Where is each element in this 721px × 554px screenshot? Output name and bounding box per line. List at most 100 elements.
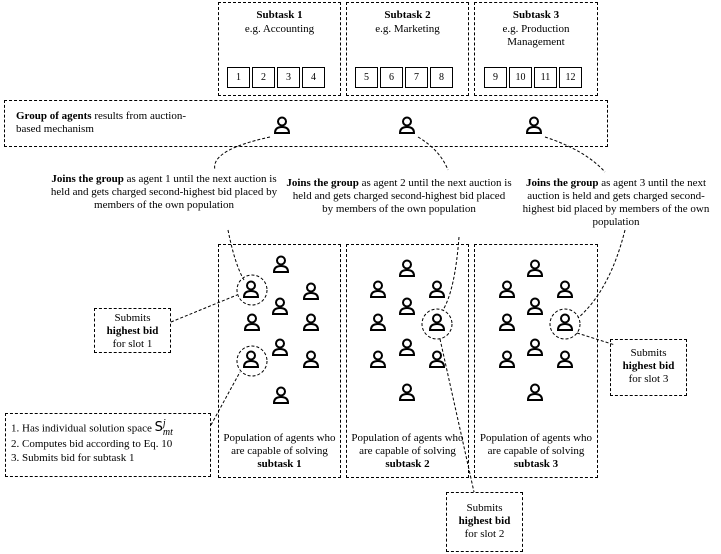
group-agent-3-icon [525, 116, 543, 134]
population-3-box [474, 244, 598, 478]
population-3-agent-icon [556, 280, 574, 298]
submits-1-pre: Submits [114, 312, 151, 324]
population-1-agent-icon [242, 350, 260, 368]
slot-6: 6 [380, 67, 403, 88]
step-3: 3. Submits bid for subtask 1 [11, 452, 135, 464]
population-1-agent-icon [242, 280, 260, 298]
submits-2-post: for slot 2 [464, 528, 505, 540]
population-2-text: Population of agents who are capable of … [351, 432, 464, 457]
population-3-agent-icon [498, 313, 516, 331]
population-1-agent-icon [243, 313, 261, 331]
submits-1-bold: highest bid [106, 325, 159, 337]
population-2-box [346, 244, 469, 478]
submits-3-bold: highest bid [622, 360, 675, 372]
population-2-agent-icon [398, 383, 416, 401]
population-3-agent-icon [526, 259, 544, 277]
group-of-agents-band [4, 100, 608, 147]
population-1-text: Population of agents who are capable of … [223, 432, 336, 457]
population-2-agent-icon [428, 350, 446, 368]
submits-slot-2-box [446, 492, 523, 552]
connector-joins-2-to-agent [442, 236, 460, 311]
population-3-agent-icon [556, 350, 574, 368]
slot-12: 12 [559, 67, 582, 88]
connector-agent-to-submits-2 [439, 338, 475, 493]
population-2-bold: subtask 2 [385, 458, 430, 470]
slot-10: 10 [509, 67, 532, 88]
subtask-1-example: e.g. Accounting [244, 23, 315, 35]
slot-11: 11 [534, 67, 557, 88]
group-of-agents-bold: Group of agents [16, 110, 92, 122]
subtask-3-box [474, 2, 598, 96]
highlight-circle-slot-3 [549, 308, 581, 340]
step-1-text: 1. Has individual solution space [11, 422, 155, 435]
subtask-2-title: Subtask 2 [384, 9, 431, 21]
submits-2-bold: highest bid [458, 515, 511, 527]
connector-group-2-to-joins [417, 136, 449, 171]
connector-joins-3-to-agent [577, 229, 626, 319]
submits-3-post: for slot 3 [628, 373, 669, 385]
population-3-agent-icon [526, 297, 544, 315]
symbol-sub: mt [162, 427, 173, 438]
slot-2: 2 [252, 67, 275, 88]
slot-5: 5 [355, 67, 378, 88]
population-1-agent-icon [302, 313, 320, 331]
symbol-sup: j [162, 418, 166, 429]
population-3-text: Population of agents who are capable of … [479, 432, 593, 457]
group-of-agents-rest: results from auction-based mechanism [16, 110, 186, 135]
connector-group-3-to-joins [544, 136, 606, 173]
joins-text-2: Joins the group as agent 2 until the nex… [286, 177, 512, 216]
group-agent-1-icon [273, 116, 291, 134]
joins-3-text: as agent 3 until the next auction is hel… [522, 177, 710, 228]
joins-2-text: as agent 2 until the next auction is hel… [292, 177, 512, 215]
population-1-agent-icon [271, 297, 289, 315]
population-1-agent-icon [272, 386, 290, 404]
agent-steps-box [5, 413, 211, 477]
submits-1-post: for slot 1 [112, 338, 153, 350]
population-3-agent-icon [526, 383, 544, 401]
slot-4: 4 [302, 67, 325, 88]
submits-slot-2-text: Submits highest bid for slot 2 [446, 502, 523, 541]
population-1-bold: subtask 1 [257, 458, 302, 470]
subtask-1-title: Subtask 1 [256, 9, 303, 21]
connector-group-1-to-joins [214, 136, 271, 171]
highlight-circle-bidder [236, 345, 268, 377]
joins-text-1: Joins the group as agent 1 until the nex… [48, 173, 280, 212]
population-3-bold: subtask 3 [513, 458, 559, 470]
submits-3-pre: Submits [630, 347, 667, 359]
step-2: 2. Computes bid according to Eq. 10 [11, 438, 173, 450]
slot-1: 1 [227, 67, 250, 88]
population-3-agent-icon [556, 313, 574, 331]
subtask-2-example: e.g. Marketing [375, 23, 440, 35]
connector-agent-to-submits-1 [170, 294, 238, 323]
slot-3: 3 [277, 67, 300, 88]
subtask-3-title: Subtask 3 [512, 9, 560, 21]
population-1-label: Population of agents who are capable of … [222, 432, 337, 471]
population-3-agent-icon [526, 338, 544, 356]
population-1-agent-icon [271, 338, 289, 356]
submits-slot-1-text: Submits highest bid for slot 1 [94, 312, 171, 351]
population-2-agent-icon [428, 280, 446, 298]
joins-text-3: Joins the group as agent 3 until the nex… [516, 177, 716, 229]
joins-1-bold: Joins the group [51, 173, 124, 185]
joins-1-text: as agent 1 until the next auction is hel… [50, 173, 278, 211]
population-3-label: Population of agents who are capable of … [478, 432, 594, 471]
slot-7: 7 [405, 67, 428, 88]
population-1-box [218, 244, 341, 478]
connector-agent-to-submits-3 [576, 332, 616, 346]
submits-slot-3-text: Submits highest bid for slot 3 [610, 347, 687, 386]
population-2-agent-icon [398, 338, 416, 356]
joins-2-bold: Joins the group [286, 177, 359, 189]
submits-2-pre: Submits [466, 502, 503, 514]
population-2-agent-icon [369, 313, 387, 331]
population-1-agent-icon [272, 255, 290, 273]
connector-agent-to-steps [210, 371, 241, 426]
population-2-agent-icon [369, 280, 387, 298]
population-3-agent-icon [498, 350, 516, 368]
highlight-circle-slot-1 [236, 274, 268, 306]
group-of-agents-label: Group of agents results from auction-bas… [16, 110, 206, 136]
joins-3-bold: Joins the group [525, 177, 599, 189]
